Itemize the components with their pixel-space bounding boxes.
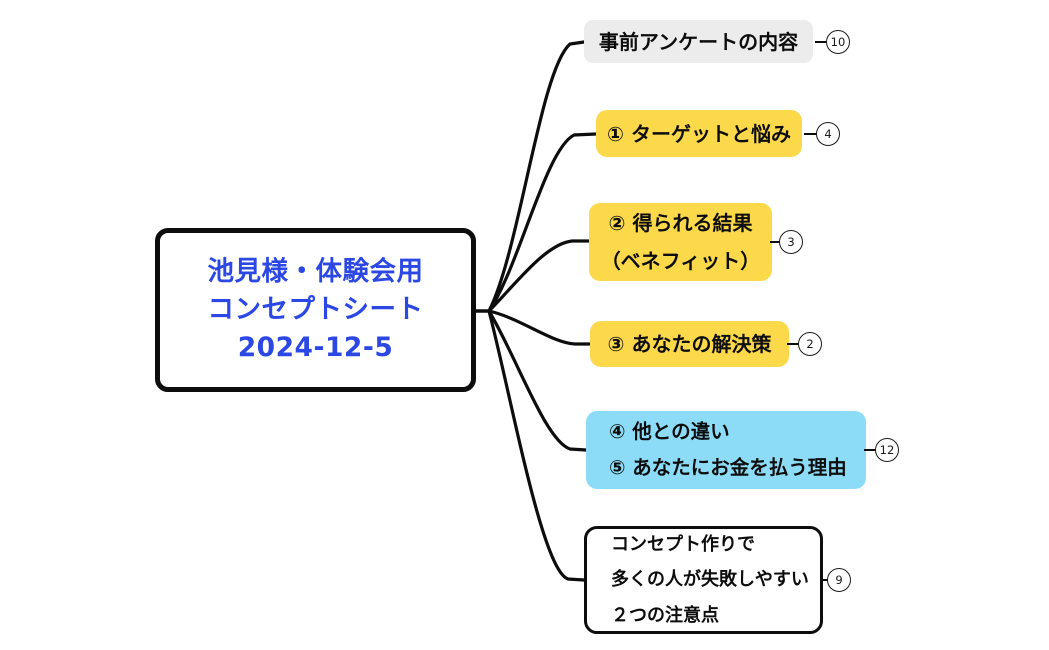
count-badge-target[interactable]: 4 — [816, 122, 840, 146]
branch-node-caution-line-1: コンセプト作りで — [611, 534, 755, 556]
branch-node-difference[interactable]: ④ 他との違い ⑤ あなたにお金を払う理由 — [586, 411, 866, 489]
connector-difference — [487, 309, 588, 452]
branch-node-benefit-line-1: ② 得られる結果 — [608, 211, 753, 235]
badge-stub-benefit — [770, 240, 781, 244]
badge-stub-solution — [787, 342, 800, 346]
badge-stub-caution — [820, 578, 829, 582]
count-badge-difference[interactable]: 12 — [875, 438, 899, 462]
branch-node-solution-line-1: ③ あなたの解決策 — [607, 332, 772, 356]
badge-stub-target — [804, 132, 818, 136]
count-badge-benefit[interactable]: 3 — [779, 230, 803, 254]
branch-node-survey[interactable]: 事前アンケートの内容 — [584, 20, 813, 63]
branch-node-target[interactable]: ① ターゲットと悩み — [596, 110, 802, 157]
branch-node-caution-line-2: 多くの人が失敗しやすい — [611, 569, 809, 591]
connector-caution — [487, 309, 586, 582]
root-title-line-2: コンセプトシート — [207, 294, 424, 326]
connector-target — [487, 132, 598, 313]
branch-node-benefit[interactable]: ② 得られる結果 （ベネフィット） — [589, 203, 772, 281]
branch-node-survey-line-1: 事前アンケートの内容 — [598, 29, 799, 54]
branch-node-difference-line-2: ⑤ あなたにお金を払う理由 — [609, 456, 847, 479]
count-badge-solution[interactable]: 2 — [798, 332, 822, 356]
branch-node-solution[interactable]: ③ あなたの解決策 — [590, 321, 789, 367]
branch-node-caution-line-3: ２つの注意点 — [611, 604, 719, 626]
connector-benefit — [487, 239, 591, 313]
branch-node-target-line-1: ① ターゲットと悩み — [607, 121, 791, 146]
root-node[interactable]: 池見様・体験会用 コンセプトシート 2024-12-5 — [155, 228, 476, 392]
branch-node-caution[interactable]: コンセプト作りで 多くの人が失敗しやすい ２つの注意点 — [584, 526, 823, 634]
count-badge-survey[interactable]: 10 — [826, 30, 850, 54]
root-title-line-1: 池見様・体験会用 — [207, 256, 424, 288]
branch-node-benefit-line-2: （ベネフィット） — [600, 249, 761, 273]
root-title-line-3: 2024-12-5 — [237, 331, 394, 363]
count-badge-caution[interactable]: 9 — [827, 568, 851, 592]
branch-node-difference-line-1: ④ 他との違い — [609, 419, 730, 443]
badge-stub-survey — [815, 40, 828, 44]
badge-stub-difference — [864, 448, 877, 452]
connector-solution — [487, 309, 592, 346]
connector-survey — [487, 40, 586, 313]
